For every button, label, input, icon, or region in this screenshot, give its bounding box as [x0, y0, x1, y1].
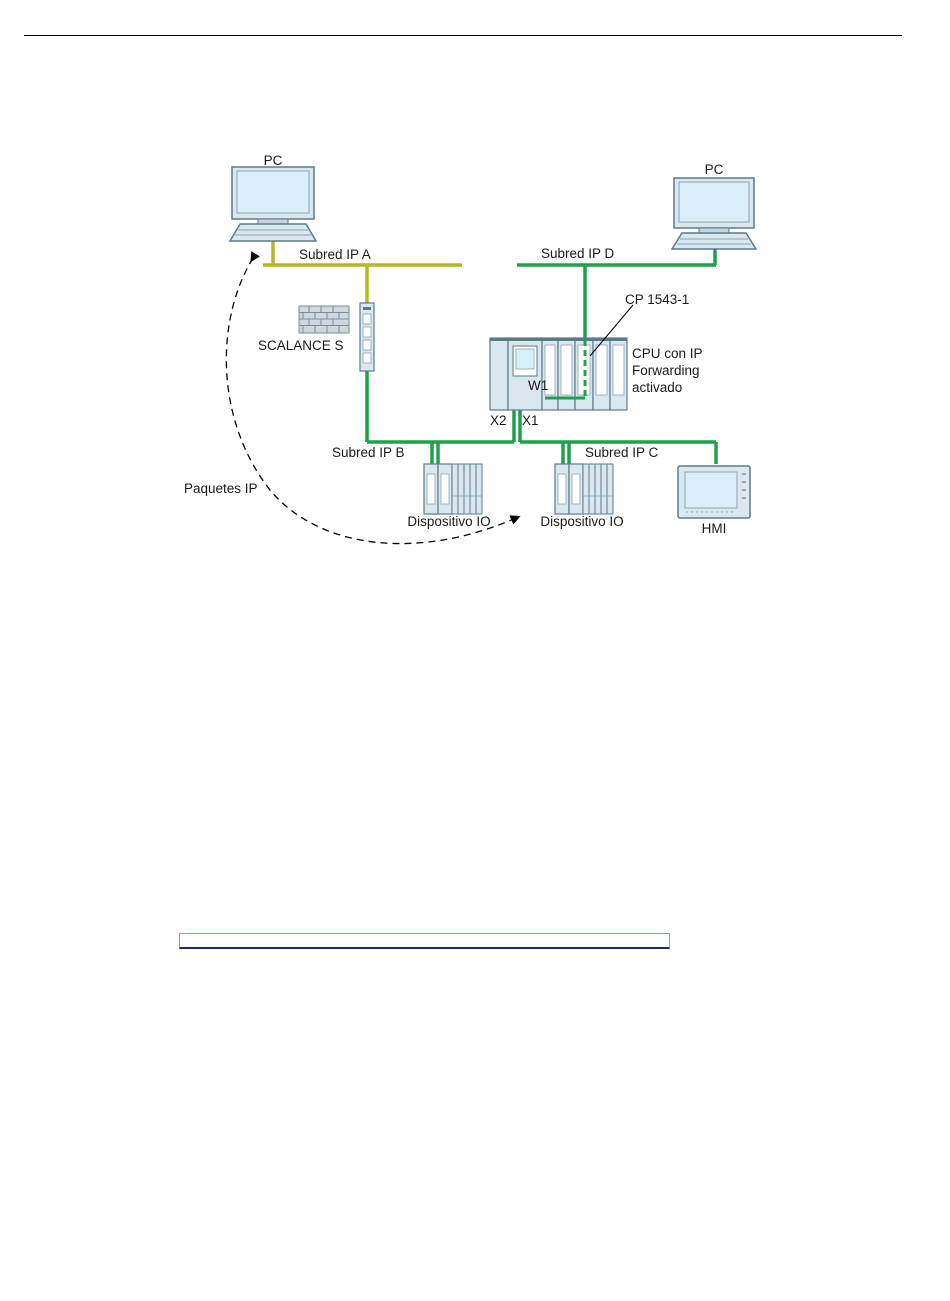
subnet-b-label: Subred IP B: [332, 445, 405, 460]
io-device-1: [424, 464, 482, 514]
io-device-1-label: Dispositivo IO: [407, 514, 490, 529]
subnet-c-label: Subred IP C: [585, 445, 659, 460]
cp-label: CP 1543-1: [625, 292, 689, 307]
io-device-2-label: Dispositivo IO: [540, 514, 623, 529]
pc-left-label: PC: [264, 153, 283, 168]
port-x1-label: X1: [522, 413, 539, 428]
cpu-label-line1: CPU con IP: [632, 346, 703, 361]
port-w1-label: W1: [528, 378, 548, 393]
scalance-s-device: [360, 303, 374, 371]
packets-label: Paquetes IP: [184, 481, 258, 496]
firewall-label: SCALANCE S: [258, 338, 344, 353]
hmi-panel-icon: [678, 466, 750, 518]
port-x2-label: X2: [490, 413, 507, 428]
pc-right-label: PC: [705, 162, 724, 177]
pc-left-icon: [230, 167, 316, 241]
caption-placeholder-box: [179, 933, 670, 949]
subnet-a-label: Subred IP A: [299, 247, 371, 262]
hmi-label: HMI: [702, 521, 727, 536]
cpu-label-line3: activado: [632, 380, 682, 395]
pc-right-icon: [672, 178, 756, 249]
cpu-rack: [490, 338, 627, 410]
subnet-d-label: Subred IP D: [541, 246, 615, 261]
firewall-icon: [299, 306, 349, 333]
cpu-label-line2: Forwarding: [632, 363, 700, 378]
io-device-2: [555, 464, 613, 514]
network-diagram: PC PC Subred IP A Subred IP D CP 1543-1 …: [0, 0, 950, 620]
